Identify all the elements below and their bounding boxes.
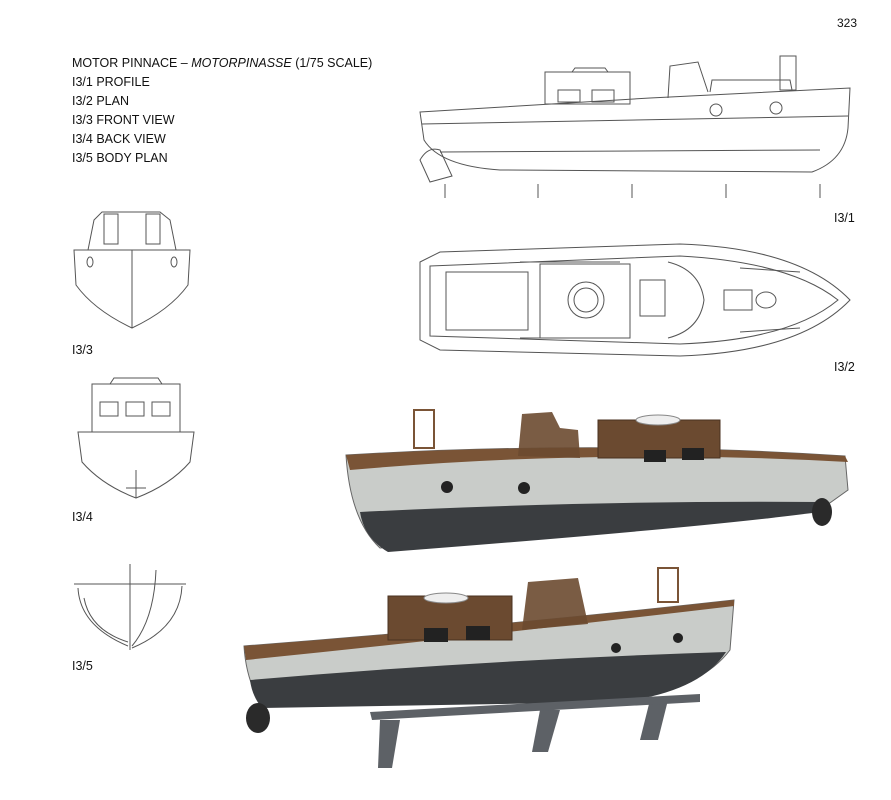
- view-list-item: I3/3 FRONT VIEW: [72, 113, 175, 127]
- boat-render-lower: [243, 567, 735, 768]
- page-title: MOTOR PINNACE – MOTORPINASSE (1/75 SCALE…: [72, 56, 373, 70]
- front-view-drawing: [73, 211, 191, 329]
- view-list-item: I3/1 PROFILE: [72, 75, 150, 89]
- profile-drawing: [419, 55, 851, 198]
- view-list-item: I3/2 PLAN: [72, 94, 129, 108]
- view-list-item: I3/4 BACK VIEW: [72, 132, 166, 146]
- page-number: 323: [836, 16, 857, 30]
- figure-label-body-plan: I3/5: [72, 659, 93, 673]
- figure-label-profile: I3/1: [834, 211, 855, 225]
- figure-label-back-view: I3/4: [72, 510, 93, 524]
- back-view-drawing: [77, 377, 195, 499]
- plan-drawing: [419, 243, 851, 357]
- view-list-item: I3/5 BODY PLAN: [72, 151, 168, 165]
- body-plan-drawing: [74, 564, 186, 650]
- figure-label-front-view: I3/3: [72, 343, 93, 357]
- boat-render-upper: [345, 409, 849, 552]
- figure-label-plan: I3/2: [834, 360, 855, 374]
- title-block: MOTOR PINNACE – MOTORPINASSE (1/75 SCALE…: [72, 54, 372, 168]
